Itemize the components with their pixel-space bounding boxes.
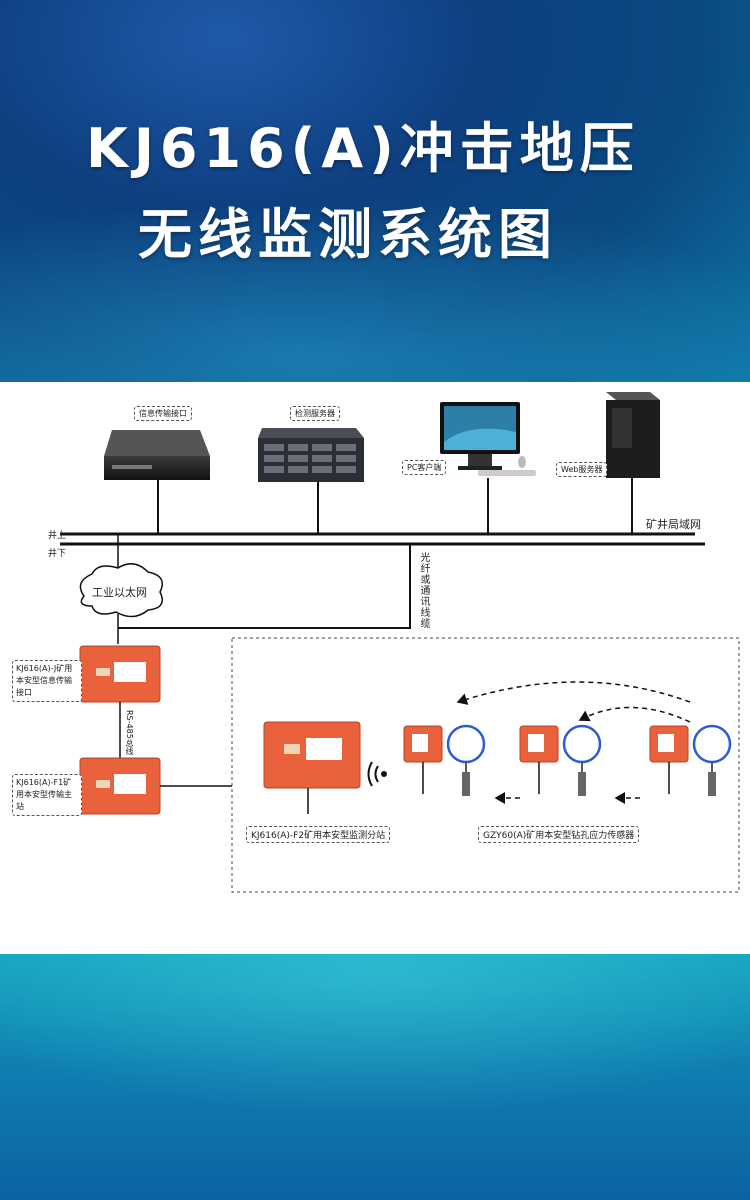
sensor-icon	[649, 724, 732, 796]
wireless-icon	[367, 761, 387, 787]
title-line-1: KJ616(A)冲击地压	[86, 117, 640, 180]
sensor-icon	[519, 724, 602, 796]
sensor-icon	[403, 724, 486, 796]
rack-server-icon	[104, 430, 210, 480]
relay-arrows	[456, 681, 691, 804]
interface-station-label: KJ616(A)-J矿用本安型信息传输接口	[12, 660, 82, 702]
cloud-icon	[79, 563, 163, 618]
rs485-label: RS-485总线	[125, 710, 134, 755]
title-line-2: 无线监测系统图	[138, 203, 558, 266]
main-station	[79, 757, 161, 815]
ethernet-label: 工业以太网	[92, 586, 147, 599]
monitor-icon	[440, 402, 536, 476]
header-banner: KJ616(A)冲击地压 无线监测系统图	[0, 0, 750, 382]
info-interface-label: 信息传输接口	[134, 406, 192, 421]
pc-client-label: PC客户端	[402, 460, 447, 475]
fiber-label: 光纤或通讯线缆	[418, 552, 429, 629]
device-connectors	[157, 478, 633, 534]
tower-pc-icon	[606, 392, 660, 478]
web-server-label: Web服务器	[556, 462, 608, 477]
main-station-label: KJ616(A)-F1矿用本安型传输主站	[12, 774, 82, 816]
substation-label: KJ616(A)-F2矿用本安型监测分站	[246, 826, 391, 843]
surface-label: 井上	[48, 531, 67, 541]
system-diagram: 信息传输接口 检测服务器 PC客户端 Web服务器 矿井局域网 井上 井下 工业…	[0, 382, 750, 954]
monitor-server-label: 检测服务器	[290, 406, 340, 421]
footer-banner	[0, 954, 750, 1200]
diagram-canvas	[60, 392, 740, 893]
banner-glow	[0, 200, 750, 382]
info-interface-station	[79, 645, 161, 703]
underground-label: 井下	[48, 549, 67, 559]
footer-glow	[0, 954, 750, 1114]
substation	[263, 721, 361, 789]
sensor-label: GZY60(A)矿用本安型钻孔应力传感器	[478, 826, 640, 843]
wireless-region	[231, 637, 740, 893]
mine-lan-label: 矿井局域网	[646, 518, 701, 531]
storage-server-icon	[258, 428, 364, 482]
